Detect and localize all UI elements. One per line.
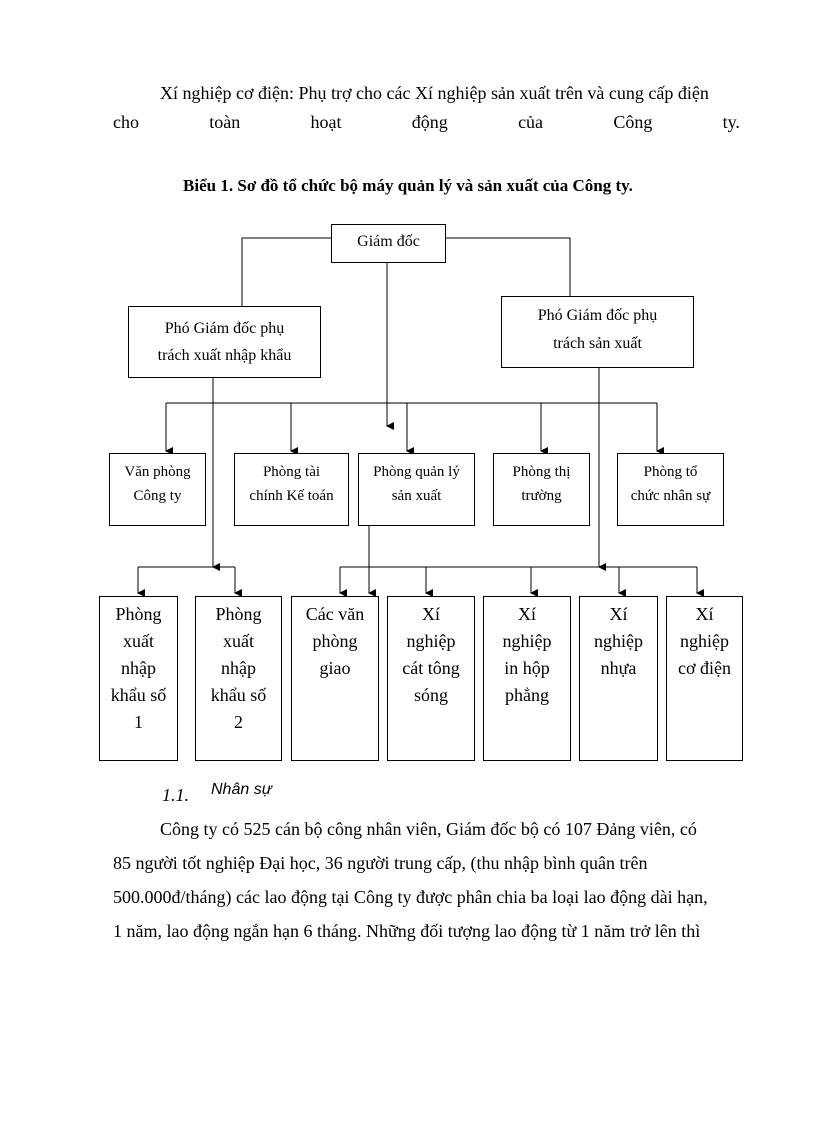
unit-label: Phòng xuất nhập khẩu số 1 [110,604,167,732]
unit-label: Các văn phòng giao [305,604,365,678]
deputy-export-label: Phó Giám đốc phụ trách xuất nhập khẩu [157,320,292,364]
unit-label: Xí nghiệp cơ điện [678,604,731,678]
unit-label: Phòng xuất nhập khẩu số 2 [210,604,267,732]
body-line: 85 người tốt nghiệp Đại học, 36 người tr… [113,853,648,873]
unit-box: Xí nghiệp nhựa [579,596,658,761]
director-label: Giám đốc [357,233,420,250]
unit-box: Xí nghiệp cát tông sóng [387,596,475,761]
department-label: Phòng thị trường [512,464,571,504]
intro-line-2: cho toàn hoạt động của Công ty. [113,112,740,133]
department-label: Phòng tổ chức nhân sự [630,464,711,504]
word: toàn [209,112,241,132]
department-box: Văn phòng Công ty [109,453,206,526]
body-line: Công ty có 525 cán bộ công nhân viên, Gi… [160,819,697,839]
word: của [518,112,544,132]
unit-label: Xí nghiệp cát tông sóng [402,604,460,705]
deputy-production-box: Phó Giám đốc phụ trách sản xuất [501,296,694,368]
unit-box: Xí nghiệp cơ điện [666,596,743,761]
deputy-production-label: Phó Giám đốc phụ trách sản xuất [537,307,658,352]
word: hoạt [310,112,342,132]
word: động [411,112,448,132]
word: cho [113,112,139,132]
deputy-export-box: Phó Giám đốc phụ trách xuất nhập khẩu [128,306,321,378]
word: Công [613,112,653,132]
section-number: 1.1. [162,785,189,805]
unit-box: Phòng xuất nhập khẩu số 2 [195,596,282,761]
director-box: Giám đốc [331,224,446,263]
unit-label: Xí nghiệp in hộp phẳng [502,604,552,705]
unit-label: Xí nghiệp nhựa [594,604,643,678]
department-box: Phòng tài chính Kế toán [234,453,349,526]
department-box: Phòng quản lý sản xuất [358,453,475,526]
department-label: Phòng quản lý sản xuất [373,464,460,504]
figure-caption: Biểu 1. Sơ đồ tổ chức bộ máy quản lý và … [183,176,633,195]
department-box: Phòng tổ chức nhân sự [617,453,724,526]
department-label: Phòng tài chính Kế toán [249,464,334,504]
unit-box: Phòng xuất nhập khẩu số 1 [99,596,178,761]
department-box: Phòng thị trường [493,453,590,526]
unit-box: Xí nghiệp in hộp phẳng [483,596,571,761]
body-line: 1 năm, lao động ngắn hạn 6 tháng. Những … [113,921,701,941]
body-line: 500.000đ/tháng) các lao động tại Công ty… [113,887,708,907]
department-label: Văn phòng Công ty [124,464,191,504]
word: ty. [722,112,740,132]
section-title: Nhân sự [211,781,272,798]
unit-box: Các văn phòng giao [291,596,379,761]
intro-line-1: Xí nghiệp cơ điện: Phụ trợ cho các Xí ng… [160,83,709,103]
